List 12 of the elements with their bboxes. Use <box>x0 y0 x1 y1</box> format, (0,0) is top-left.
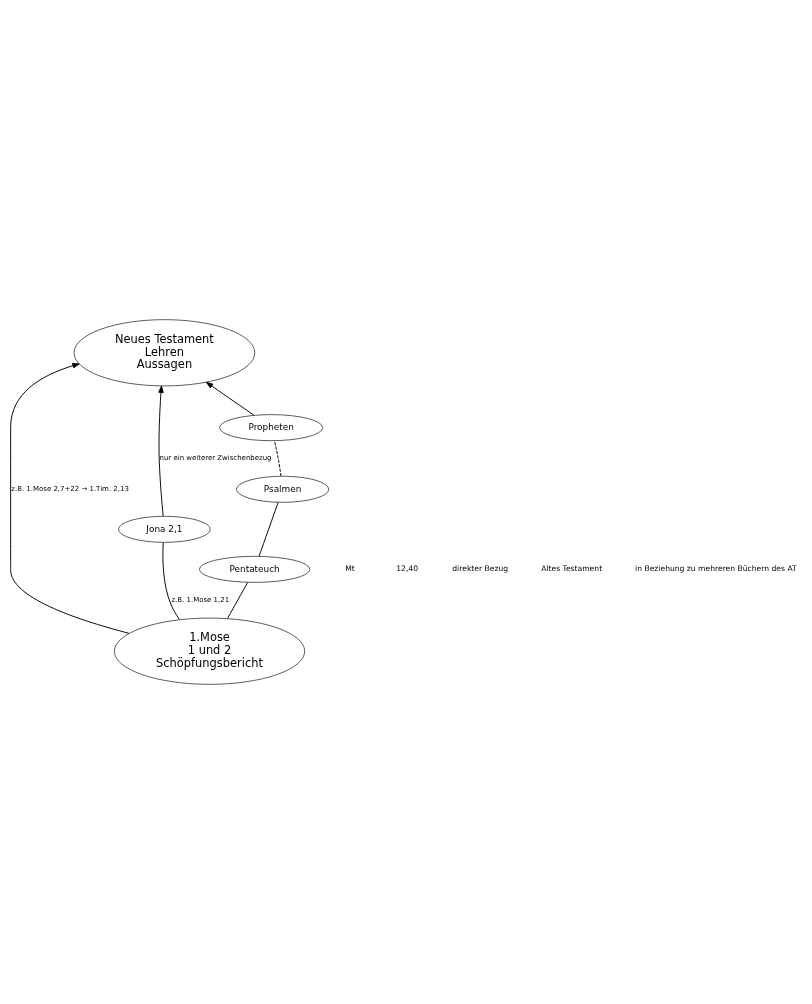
node-ellipse: Pentateuch <box>199 556 311 583</box>
node-ellipse: Propheten <box>219 414 323 441</box>
connector <box>258 501 279 557</box>
connector <box>162 542 180 620</box>
node-ellipse: 1.Mose 1 und 2 Schöpfungsbericht <box>114 617 305 685</box>
arrow <box>10 363 130 634</box>
node-ellipse: Psalmen <box>236 475 330 503</box>
arrow <box>205 381 255 416</box>
node-ellipse: Jona 2,1 <box>118 515 211 543</box>
connector <box>227 582 249 619</box>
connector <box>273 440 282 477</box>
arrow <box>158 385 164 517</box>
